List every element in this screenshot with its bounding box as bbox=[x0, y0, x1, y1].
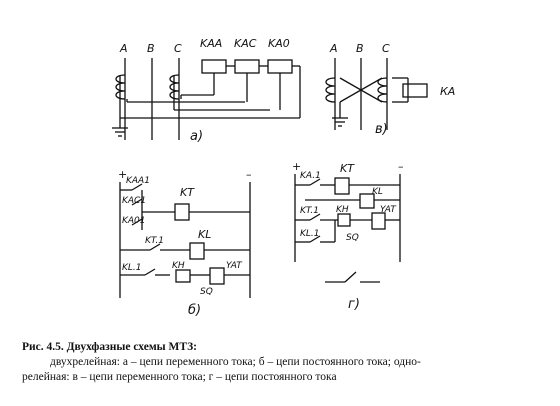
diagram-b-sublabel: б) bbox=[188, 303, 201, 318]
diagram-a: A B C KAA KAC KA0 bbox=[112, 37, 301, 144]
relay-kh-b bbox=[175, 269, 191, 283]
relay-kt-b bbox=[174, 203, 190, 221]
circuit-diagrams: A B C KAA KAC KA0 bbox=[112, 37, 455, 318]
phase-c-label-v: C bbox=[382, 42, 390, 55]
plus-label-g: + bbox=[292, 160, 301, 173]
plus-label-b: + bbox=[118, 168, 127, 181]
minus-label-b: – bbox=[246, 168, 252, 181]
relay-kh-label-g: KH bbox=[336, 205, 349, 215]
ct-coil-a-v bbox=[325, 77, 336, 103]
relay-kl-b bbox=[189, 242, 205, 260]
contact-ka01-label: KA01 bbox=[122, 216, 146, 226]
coil-yat-b bbox=[209, 267, 225, 285]
phase-a-label: A bbox=[119, 42, 128, 55]
relay-kl-g bbox=[359, 193, 375, 209]
switch-sq-label-b: SQ bbox=[200, 287, 213, 297]
coil-yat-label-b: YAT bbox=[226, 261, 243, 271]
relay-ka0 bbox=[267, 59, 293, 74]
relay-kaa bbox=[201, 59, 227, 74]
ct-coil-c-v bbox=[377, 77, 388, 103]
relay-kac-label: KAC bbox=[234, 37, 257, 50]
ct-coil-c bbox=[169, 74, 180, 100]
phase-a-label-v: A bbox=[329, 42, 338, 55]
minus-label-g: – bbox=[398, 160, 404, 173]
relay-kh-g bbox=[337, 213, 351, 227]
caption-title: Рис. 4.5. Двухфазные схемы МТЗ: bbox=[22, 341, 197, 353]
relay-kt-label-b: KT bbox=[180, 186, 195, 199]
coil-yat-label-g: YAT bbox=[380, 205, 397, 215]
contact-kt1-label-b: KT.1 bbox=[145, 236, 164, 246]
caption-line-2: релейная: в – цепи переменного тока; г –… bbox=[22, 371, 337, 383]
relay-ka-v bbox=[402, 83, 428, 98]
switch-sq-label-g: SQ bbox=[346, 233, 359, 243]
phase-b-label-v: B bbox=[356, 42, 364, 55]
contact-kaa1-label: KAA1 bbox=[126, 176, 150, 186]
ct-coil-a bbox=[115, 74, 126, 100]
coil-yat-g bbox=[371, 212, 386, 230]
relay-kac bbox=[234, 59, 260, 74]
diagram-v-sublabel: в) bbox=[375, 122, 388, 137]
contact-ka1-label-g: KA.1 bbox=[300, 171, 321, 181]
relay-kl-label-g: KL bbox=[372, 187, 383, 197]
relay-ka0-label: KA0 bbox=[268, 37, 290, 50]
relay-kh-label-b: KH bbox=[172, 261, 185, 271]
figure-caption: Рис. 4.5. Двухфазные схемы МТЗ: двухреле… bbox=[22, 340, 552, 385]
caption-line-1: двухрелейная: а – цепи переменного тока;… bbox=[50, 356, 421, 368]
diagram-g: + – KA.1 KT KL KT.1 KH YAT KL.1 SQ bbox=[292, 160, 404, 312]
relay-kl-label-b: KL bbox=[198, 228, 211, 241]
diagram-g-sublabel: г) bbox=[348, 297, 360, 312]
contact-kl1-label-g: KL.1 bbox=[300, 229, 320, 239]
diagram-v: A B C КА в) bbox=[325, 42, 455, 137]
contact-kt1-label-g: KT.1 bbox=[300, 206, 319, 216]
contact-kl1-label-b: KL.1 bbox=[122, 263, 142, 273]
relay-kt-g bbox=[334, 177, 350, 195]
relay-kt-label-g: KT bbox=[340, 162, 355, 175]
relay-kaa-label: KAA bbox=[200, 37, 222, 50]
relay-ka-label-v: КА bbox=[440, 85, 455, 98]
phase-c-label: C bbox=[174, 42, 182, 55]
diagram-a-sublabel: а) bbox=[190, 129, 203, 144]
phase-b-label: B bbox=[147, 42, 155, 55]
contact-kac1-label: KAC1 bbox=[122, 196, 146, 206]
diagram-b: + – KAA1 KAC1 KA01 KT KT.1 KL KL.1 KH bbox=[118, 168, 252, 318]
